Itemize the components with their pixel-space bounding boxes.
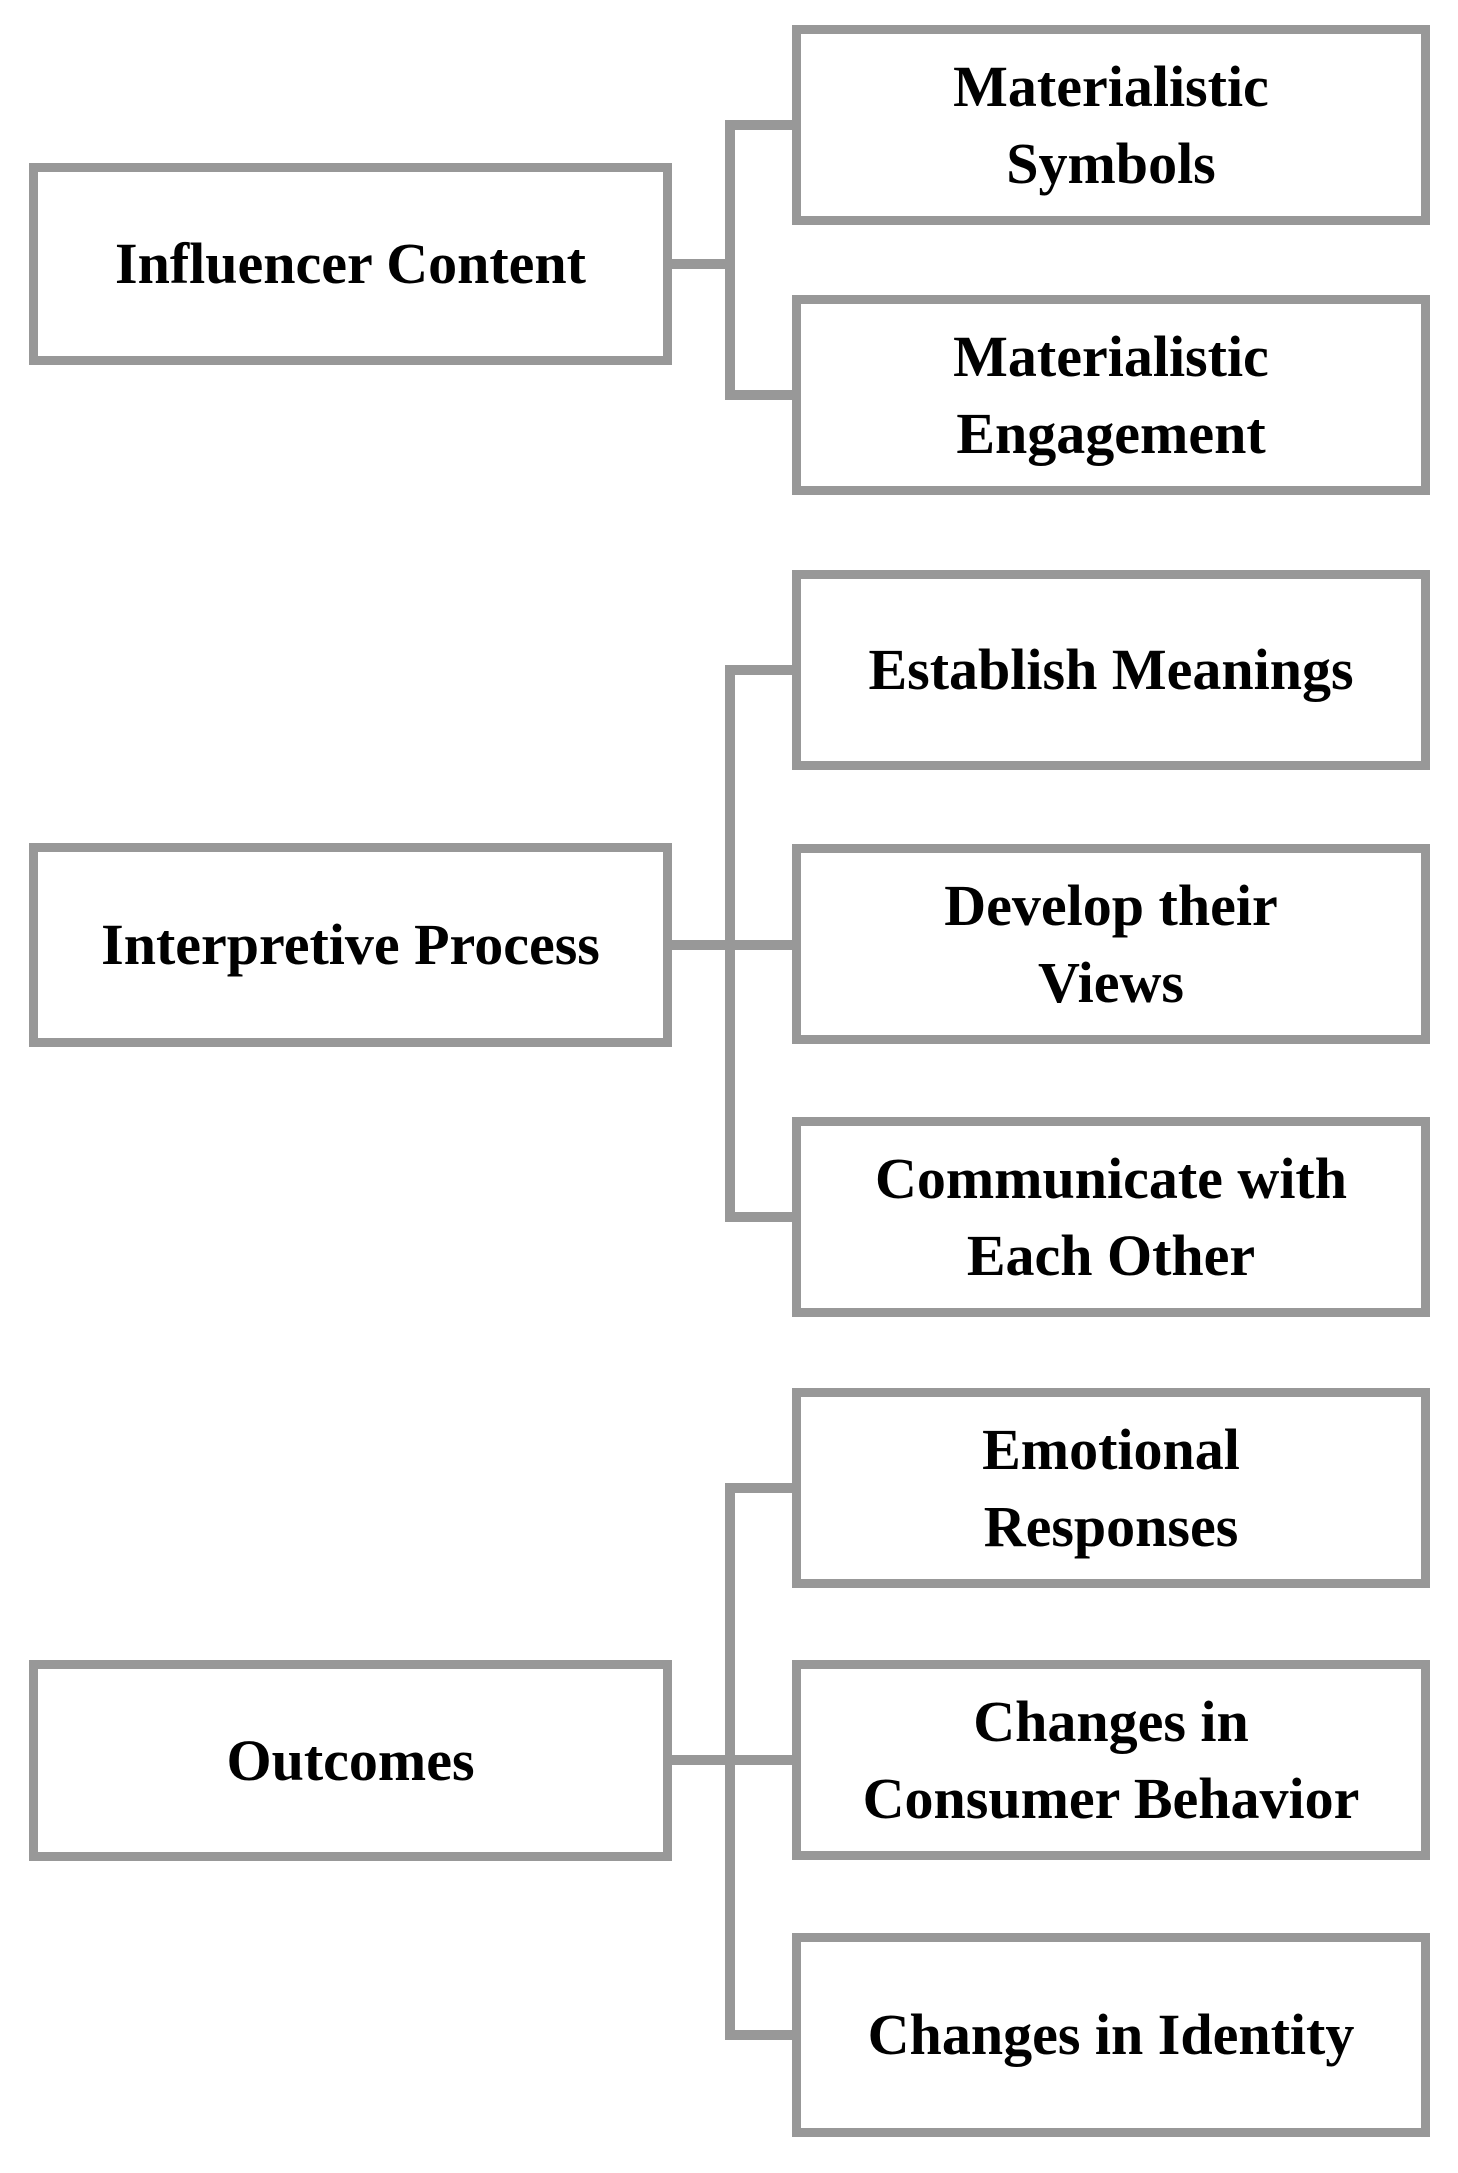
box-materialistic-symbols: Materialistic Symbols bbox=[792, 25, 1430, 225]
box-establish-meanings-label: Establish Meanings bbox=[868, 637, 1354, 703]
box-develop-their-views: Develop their Views bbox=[792, 844, 1430, 1044]
connector-to-changes-in-identity bbox=[730, 2030, 796, 2040]
connector-to-establish-meanings bbox=[730, 665, 796, 675]
box-changes-in-consumer-behavior: Changes in Consumer Behavior bbox=[792, 1660, 1430, 1860]
box-establish-meanings: Establish Meanings bbox=[792, 570, 1430, 770]
box-materialistic-symbols-label: Materialistic Symbols bbox=[953, 53, 1269, 196]
box-interpretive-process: Interpretive Process bbox=[29, 843, 672, 1047]
box-changes-in-identity: Changes in Identity bbox=[792, 1933, 1430, 2137]
connector-to-emotional-responses bbox=[730, 1483, 796, 1493]
box-materialistic-engagement-label: Materialistic Engagement bbox=[953, 323, 1269, 466]
box-influencer-content-label: Influencer Content bbox=[115, 231, 586, 297]
box-develop-their-views-label: Develop their Views bbox=[944, 872, 1278, 1015]
box-emotional-responses-label: Emotional Responses bbox=[982, 1416, 1240, 1559]
box-influencer-content: Influencer Content bbox=[29, 163, 672, 365]
connector-to-materialistic-engagement bbox=[730, 390, 796, 400]
box-materialistic-engagement: Materialistic Engagement bbox=[792, 295, 1430, 495]
connector-group1-bracket bbox=[725, 120, 735, 400]
box-interpretive-process-label: Interpretive Process bbox=[101, 912, 600, 978]
connector-group2-bracket bbox=[725, 665, 735, 1222]
box-communicate-with-each-other-label: Communicate with Each Other bbox=[874, 1145, 1347, 1288]
box-emotional-responses: Emotional Responses bbox=[792, 1388, 1430, 1588]
box-outcomes: Outcomes bbox=[29, 1660, 672, 1861]
connector-group3-bracket bbox=[725, 1483, 735, 2040]
connector-to-materialistic-symbols bbox=[730, 120, 796, 130]
box-outcomes-label: Outcomes bbox=[226, 1727, 475, 1793]
box-changes-in-identity-label: Changes in Identity bbox=[867, 2002, 1355, 2068]
box-communicate-with-each-other: Communicate with Each Other bbox=[792, 1117, 1430, 1317]
box-changes-in-consumer-behavior-label: Changes in Consumer Behavior bbox=[862, 1688, 1360, 1831]
connector-to-communicate-with-each-other bbox=[730, 1212, 796, 1222]
connector-influencer-content-stem bbox=[668, 259, 735, 269]
